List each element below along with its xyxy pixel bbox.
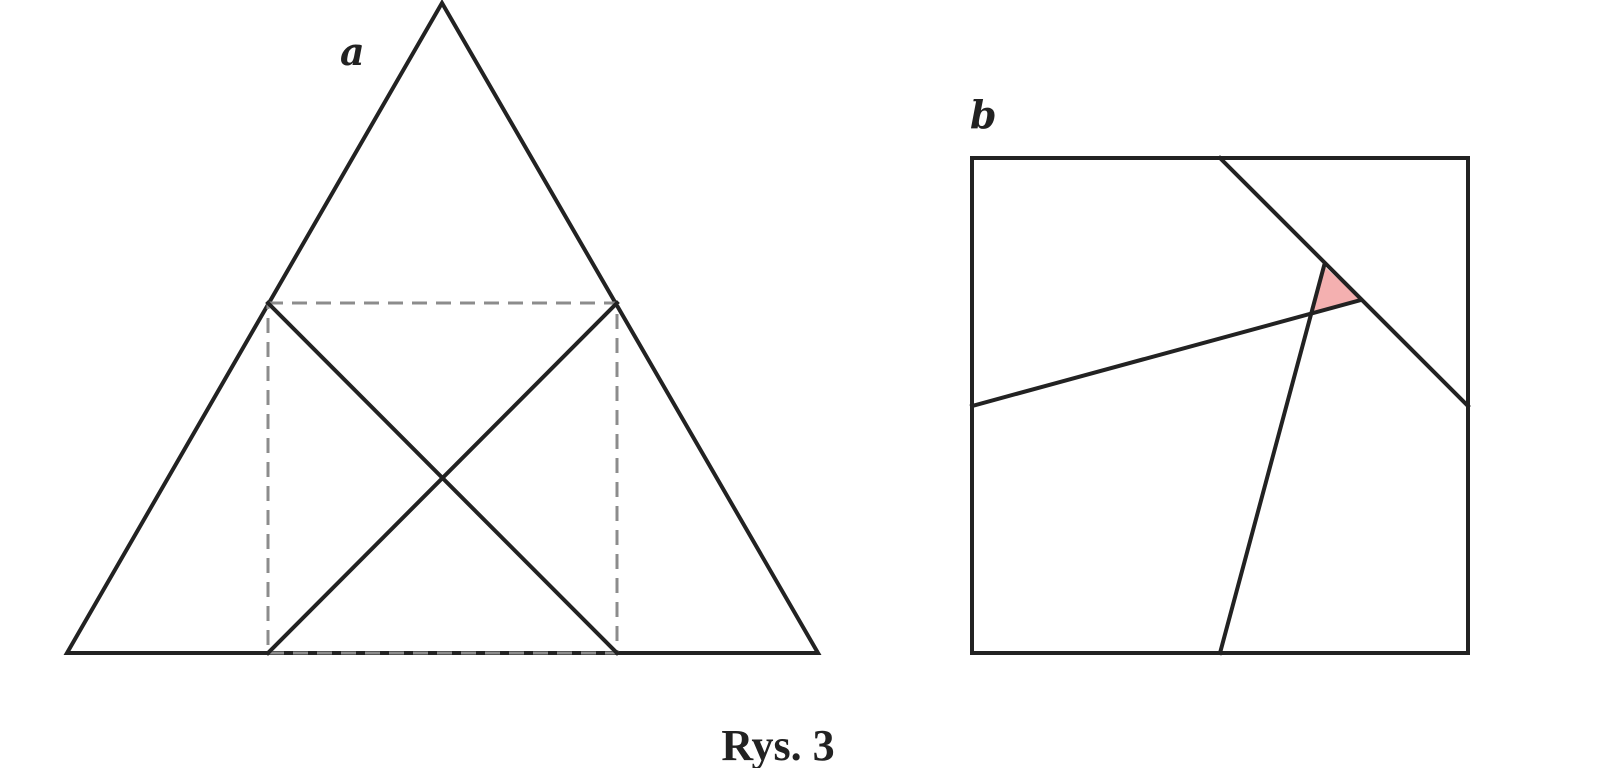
panel-b: b bbox=[969, 92, 1471, 656]
figure-caption: Rys. 3 bbox=[721, 721, 834, 768]
panel-a-label: a bbox=[340, 29, 365, 74]
panel-b-label: b bbox=[970, 92, 997, 137]
cut-line-diagonal bbox=[1217, 155, 1471, 409]
cut-line-horizontal bbox=[969, 297, 1364, 409]
panel-a: a bbox=[63, 0, 822, 656]
outer-square bbox=[970, 156, 1470, 655]
outer-triangle bbox=[63, 0, 822, 655]
cut-line-vertical bbox=[1217, 263, 1327, 656]
inscribed-square bbox=[266, 301, 619, 655]
square-diagonal-right bbox=[265, 300, 620, 656]
